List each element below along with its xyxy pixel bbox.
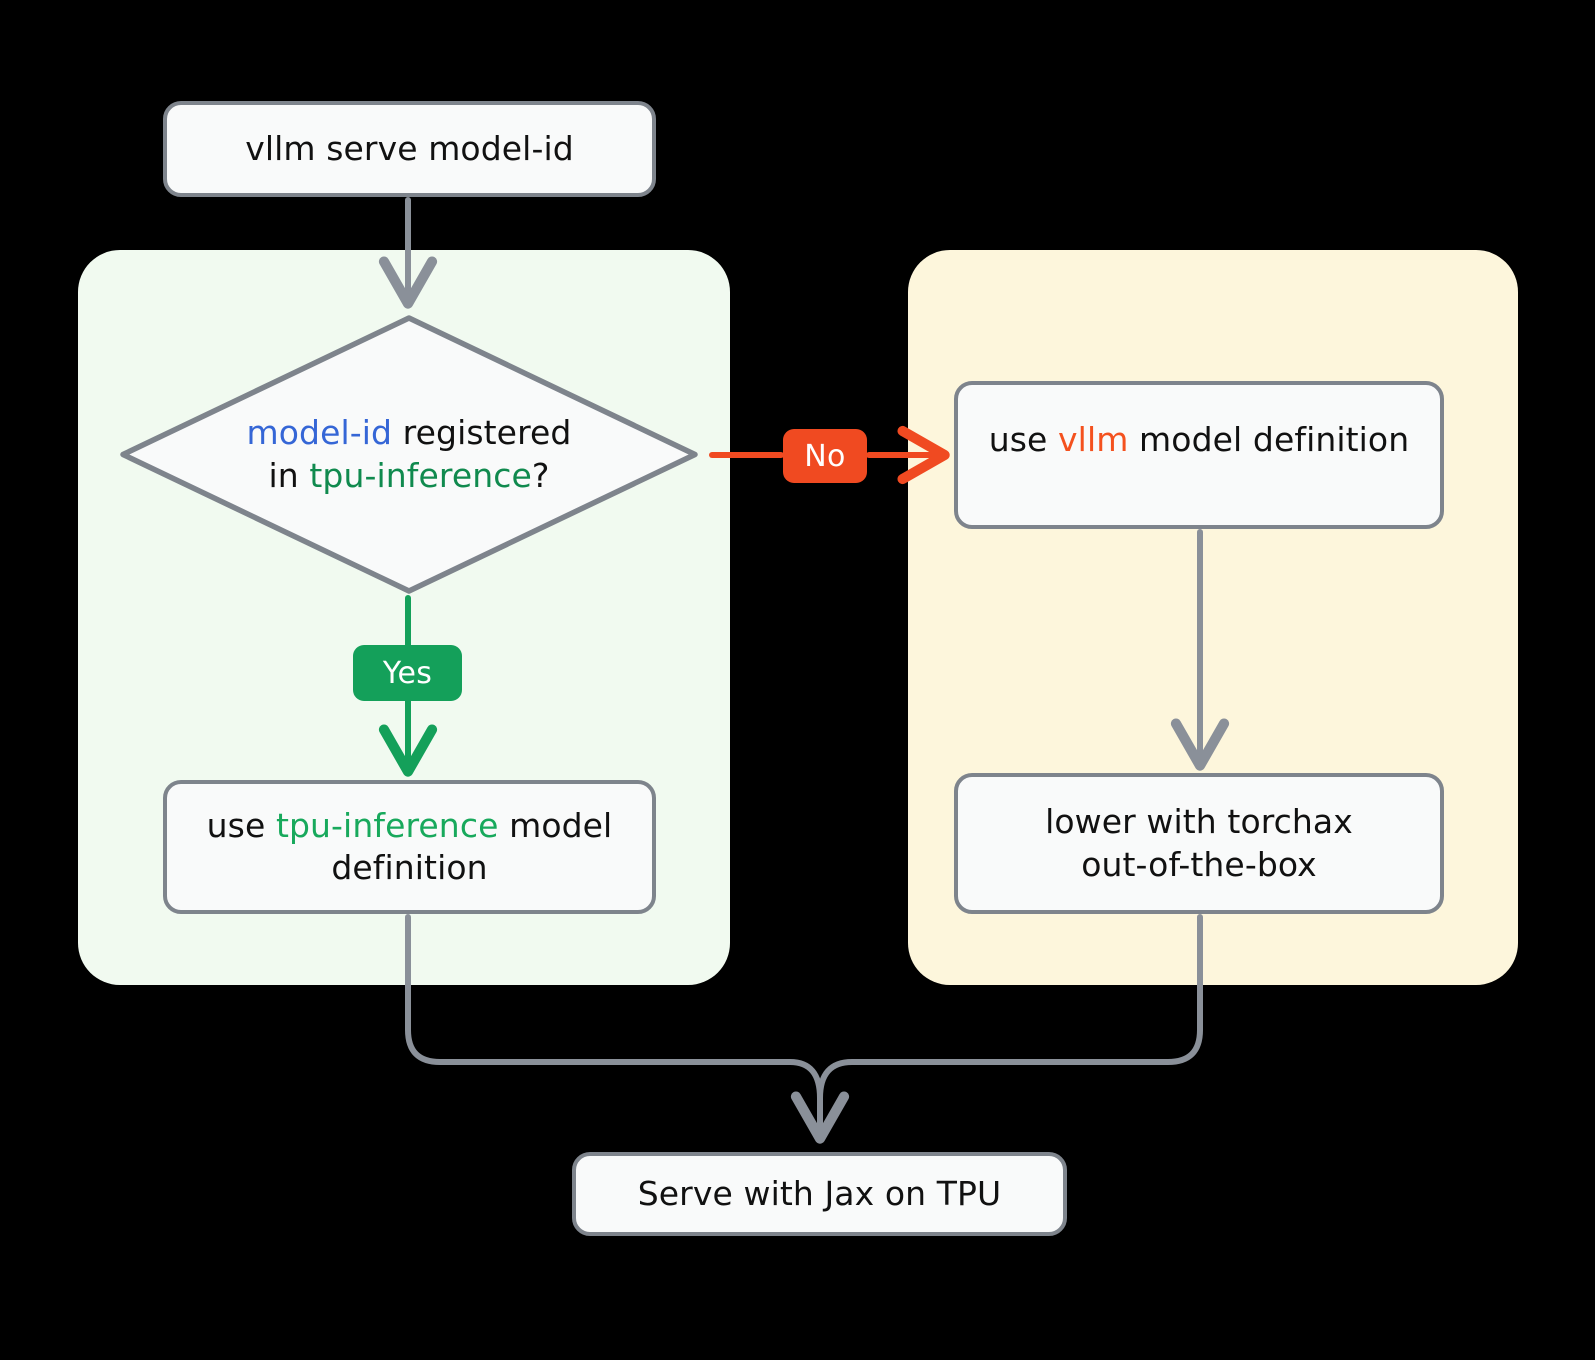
edge-label-no: No: [783, 429, 867, 483]
tpu-def-mid: model: [498, 805, 613, 845]
node-decision-label: model-id registered in tpu-inference?: [110, 313, 708, 596]
token-vllm: vllm: [1058, 420, 1129, 459]
edge-label-yes: Yes: [353, 645, 462, 701]
decision-line2-prefix: in: [268, 455, 310, 495]
token-tpu-inference: tpu-inference: [309, 455, 532, 495]
node-start-label: vllm serve model-id: [245, 128, 574, 168]
node-torchax-line2: out-of-the-box: [1081, 844, 1317, 884]
node-vllm-definition[interactable]: use vllm model definition: [954, 381, 1444, 529]
node-end-label: Serve with Jax on TPU: [637, 1173, 1002, 1213]
node-vllm-definition-label: use vllm model definition: [989, 419, 1410, 461]
token-tpu-inference-2: tpu-inference: [275, 805, 499, 845]
node-decision[interactable]: model-id registered in tpu-inference?: [110, 313, 708, 596]
token-model-id: model-id: [246, 412, 393, 452]
node-start[interactable]: vllm serve model-id: [163, 101, 656, 197]
decision-line2-suffix: ?: [531, 455, 550, 495]
tpu-def-line2: definition: [331, 848, 488, 887]
vllm-def-prefix: use: [988, 420, 1059, 459]
tpu-def-prefix: use: [206, 805, 276, 845]
node-end[interactable]: Serve with Jax on TPU: [572, 1152, 1067, 1236]
node-tpu-definition[interactable]: use tpu-inference model definition: [163, 780, 656, 914]
decision-line1-rest: registered: [392, 412, 572, 452]
node-torchax-line1: lower with torchax: [1045, 802, 1353, 842]
edge-label-yes-text: Yes: [382, 655, 433, 691]
decision-diamond-shape: [120, 315, 698, 594]
node-decision-line1: model-id registered: [247, 412, 572, 455]
node-tpu-definition-label: use tpu-inference model definition: [185, 805, 634, 889]
node-decision-line2: in tpu-inference?: [268, 455, 549, 498]
edge-label-no-text: No: [804, 438, 846, 474]
vllm-def-suffix: model definition: [1128, 420, 1410, 459]
